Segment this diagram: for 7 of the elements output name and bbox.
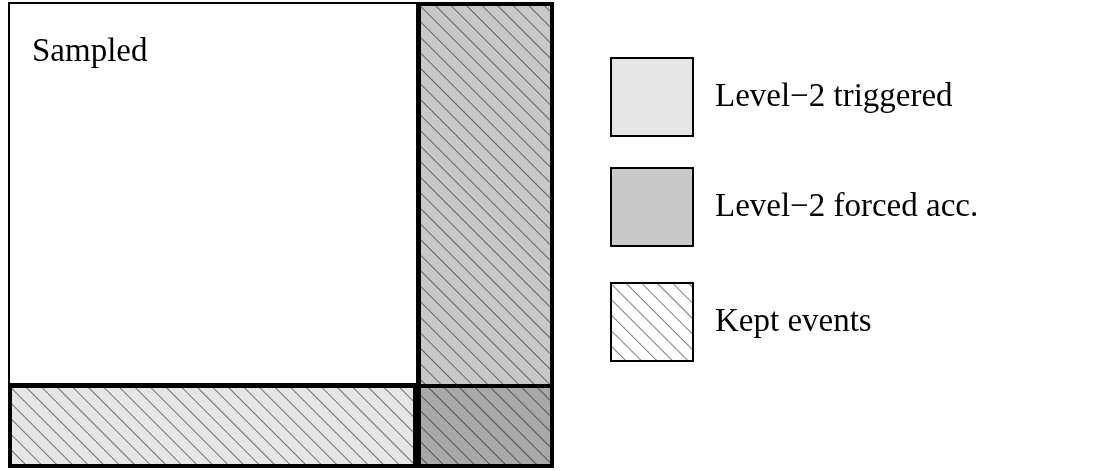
region-box <box>8 2 418 385</box>
band-region <box>8 384 417 468</box>
legend-label: Kept events <box>715 302 872 339</box>
region-label: Sampled <box>32 32 148 69</box>
legend-label: Level−2 forced acc. <box>715 187 979 224</box>
legend-label: Level−2 triggered <box>715 77 953 114</box>
band-region <box>417 2 554 468</box>
